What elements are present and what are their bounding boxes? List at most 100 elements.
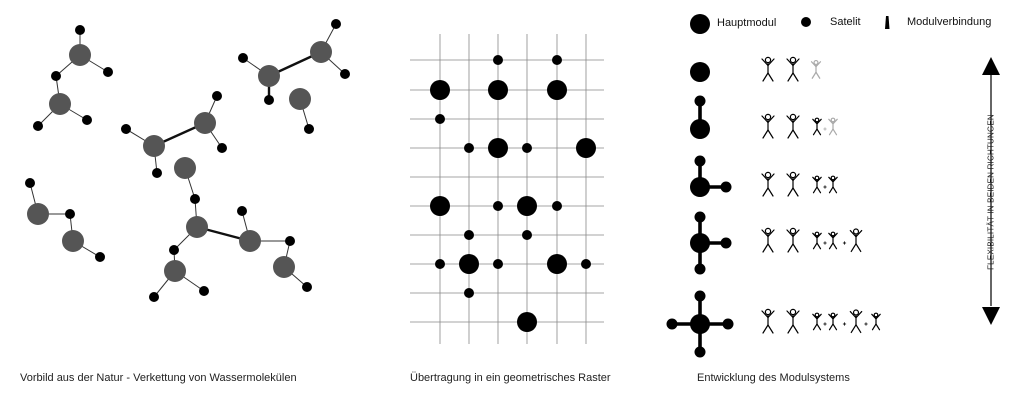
hydrogen-atom	[33, 121, 43, 131]
hydrogen-atom	[199, 286, 209, 296]
module-satellite	[720, 181, 732, 193]
hydrogen-atom	[304, 124, 314, 134]
person-arm	[810, 61, 817, 68]
module-hub	[690, 119, 710, 139]
person-leg	[792, 72, 799, 82]
module-satellite	[722, 318, 734, 330]
person-leg	[828, 186, 834, 194]
person-leg	[767, 243, 774, 253]
oxygen-atom	[194, 112, 216, 134]
grid-satellite	[522, 230, 532, 240]
person-arm	[767, 115, 775, 124]
person-arm	[812, 118, 818, 125]
legend-connection-label: Modulverbindung	[907, 16, 992, 28]
person-leg	[767, 187, 774, 197]
person-head	[764, 171, 772, 179]
module-satellite	[694, 346, 706, 358]
person-arm	[792, 58, 800, 67]
flexibility-axis-label: FLEXIBILITÄT IN BEIDEN RICHTUNGEN	[986, 114, 996, 270]
person-leg	[812, 128, 818, 136]
caption-grid: Übertragung in ein geometrisches Raster	[410, 372, 611, 384]
person-head	[764, 308, 772, 316]
person-arm	[761, 115, 769, 124]
legend-main-module-symbol	[690, 14, 710, 34]
hydrogen-atom	[331, 19, 341, 29]
oxygen-atom	[174, 157, 196, 179]
module-satellite	[694, 263, 706, 275]
legend-satellite-symbol	[801, 17, 811, 27]
person-figure-icon	[828, 175, 838, 194]
person-arm	[832, 232, 838, 239]
person-leg	[811, 71, 817, 79]
hydrogen-atom	[65, 209, 75, 219]
hydrogen-atom	[264, 95, 274, 105]
person-leg	[767, 129, 774, 139]
person-head	[789, 227, 797, 235]
person-arm	[767, 58, 775, 67]
oxygen-atom	[27, 203, 49, 225]
person-arm	[832, 313, 838, 320]
grid-satellite	[552, 55, 562, 65]
hydrogen-atom	[51, 71, 61, 81]
module-hub	[690, 62, 710, 82]
oxygen-atom	[273, 256, 295, 278]
person-figure-icon	[786, 308, 800, 334]
person-head	[852, 228, 860, 235]
person-figure-icon	[812, 175, 822, 194]
person-head	[789, 308, 797, 316]
grid-main-module	[517, 312, 537, 332]
person-arm	[812, 232, 818, 239]
module-satellite	[694, 290, 706, 302]
person-leg	[871, 323, 877, 331]
person-arm	[816, 176, 822, 183]
oxygen-atom	[310, 41, 332, 63]
person-figure-icon	[828, 117, 838, 136]
person-leg	[832, 323, 838, 331]
person-leg	[875, 323, 881, 331]
person-leg	[828, 242, 834, 250]
person-figure-icon	[812, 231, 822, 250]
person-arm	[786, 173, 794, 182]
person-figure-icon	[810, 59, 822, 79]
flexibility-arrow	[982, 57, 1000, 325]
legend-satellite-label: Satelit	[830, 16, 861, 28]
person-figure-icon	[761, 171, 775, 197]
person-head	[852, 309, 860, 316]
oxygen-atom	[289, 88, 311, 110]
hydrogen-atom	[190, 194, 200, 204]
person-leg	[832, 186, 838, 194]
legend-main-module-label: Hauptmodul	[717, 17, 777, 29]
flexibility-arrow-head-down	[982, 307, 1000, 325]
person-arm	[816, 118, 822, 125]
person-figure-icon	[849, 228, 863, 253]
grid-satellite	[552, 201, 562, 211]
person-arm	[816, 232, 822, 239]
oxygen-atom	[49, 93, 71, 115]
oxygen-atom	[164, 260, 186, 282]
person-leg	[812, 242, 818, 250]
person-leg	[828, 323, 834, 331]
grid-main-module	[547, 254, 567, 274]
person-head	[764, 56, 772, 64]
person-arm	[792, 173, 800, 182]
person-arm	[761, 310, 769, 319]
person-arm	[855, 229, 863, 238]
person-leg	[787, 187, 794, 197]
caption-nature: Vorbild aus der Natur - Verkettung von W…	[20, 372, 297, 384]
grid-main-module	[576, 138, 596, 158]
person-leg	[792, 187, 799, 197]
person-head	[764, 113, 772, 121]
person-arm	[786, 310, 794, 319]
person-figure-icon	[761, 113, 775, 139]
person-leg	[828, 128, 834, 136]
person-figure-icon	[871, 312, 881, 331]
person-leg	[762, 129, 769, 139]
oxygen-atom	[258, 65, 280, 87]
person-leg	[762, 243, 769, 253]
hydrogen-atom	[149, 292, 159, 302]
hydrogen-atom	[169, 245, 179, 255]
person-leg	[816, 323, 822, 331]
person-leg	[792, 129, 799, 139]
hydrogen-atom	[212, 91, 222, 101]
person-figure-icon	[786, 227, 800, 253]
